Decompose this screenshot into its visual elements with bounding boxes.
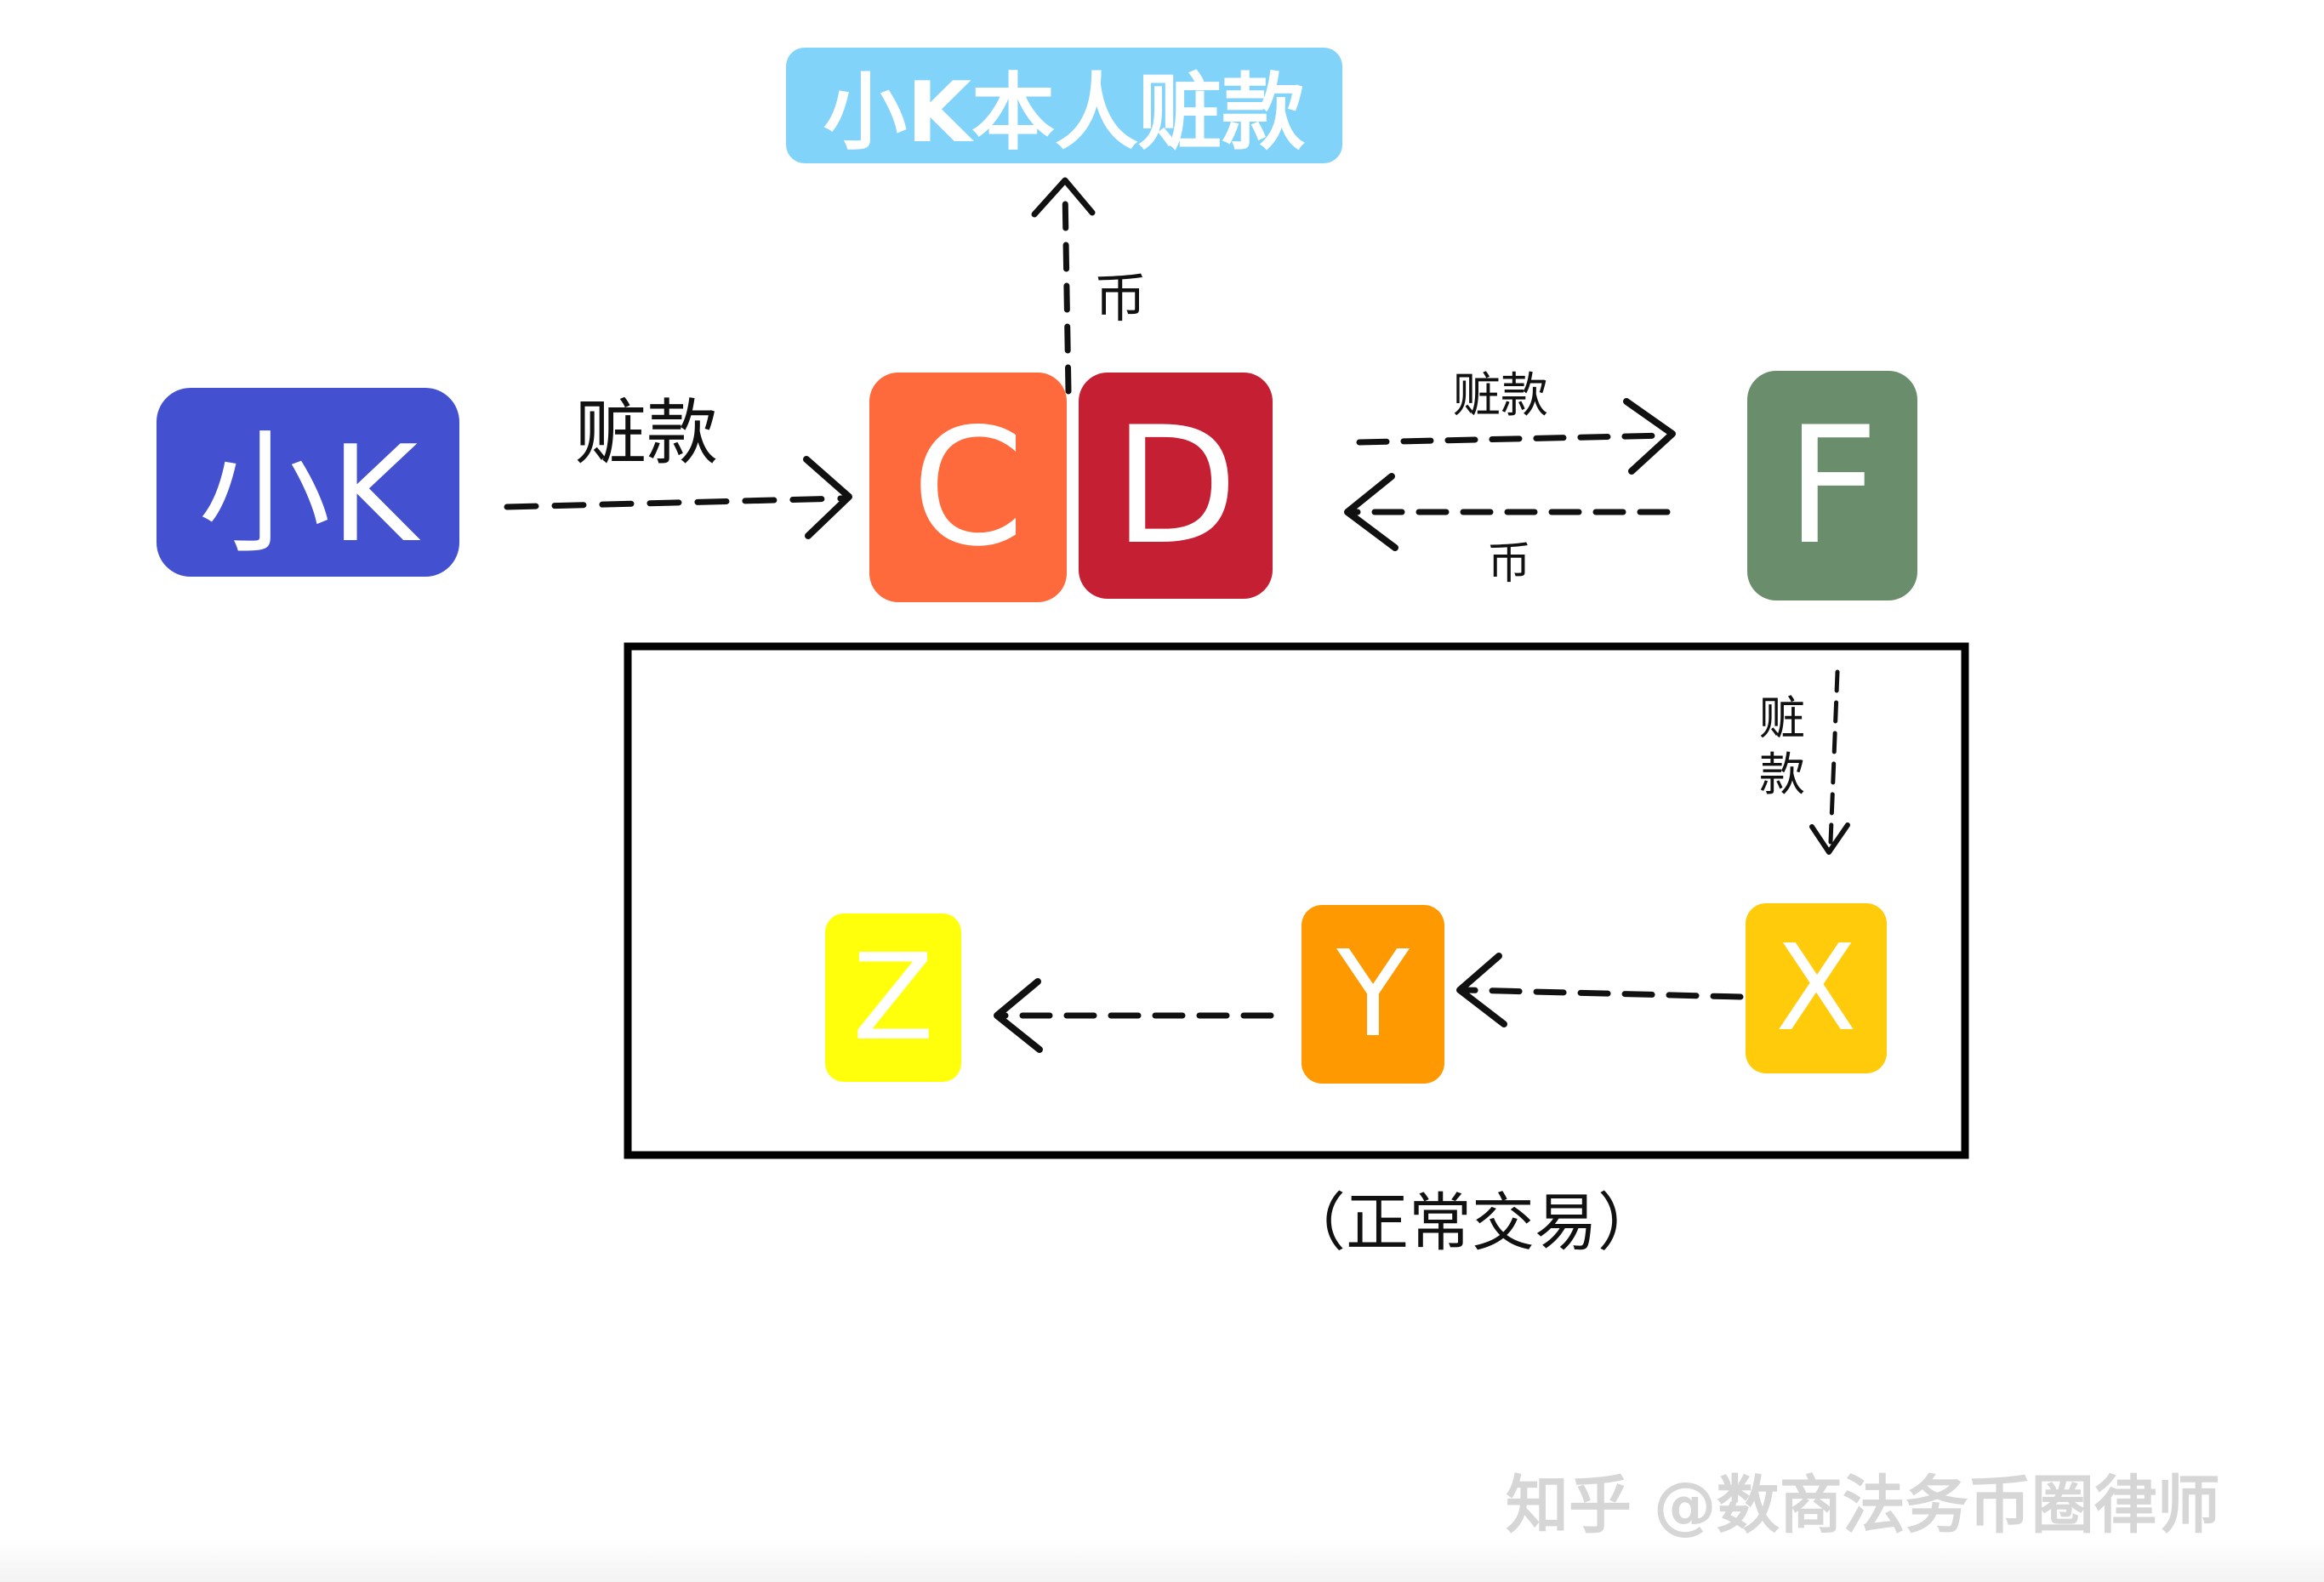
edge-label-f-to-x-line1: 赃 [1759, 691, 1805, 745]
node-x-label: X [1775, 919, 1857, 1058]
node-d: D [1079, 373, 1273, 599]
arrow-d-to-destination-line [1062, 187, 1072, 395]
node-xiaok: 小K [157, 388, 459, 577]
node-c-label: C [911, 393, 1025, 582]
node-y-label: Y [1336, 925, 1410, 1064]
arrow-x-to-y-line [1461, 987, 1744, 1000]
bottom-fade [0, 1539, 2324, 1582]
node-x: X [1746, 903, 1887, 1073]
node-d-label: D [1113, 391, 1239, 580]
node-z-label: Z [852, 928, 934, 1067]
node-destination-label: 小K本人赃款 [823, 65, 1305, 162]
arrow-d-to-f-line [1356, 432, 1669, 446]
watermark: 知乎 @数商法务币圈律师 [1506, 1469, 2220, 1542]
arrow-xiaok-to-cd-line [504, 495, 846, 510]
node-f: F [1747, 371, 1917, 600]
box-caption: （正常交易） [1283, 1186, 1660, 1260]
node-xiaok-label: 小K [197, 417, 419, 572]
arrow-d-to-destination-head [1031, 177, 1096, 218]
node-z: Z [825, 913, 961, 1082]
arrow-d-to-f-head [1623, 398, 1676, 475]
edge-label-d-to-f: 赃款 [1453, 368, 1548, 424]
edge-label-d-to-destination: 币 [1094, 267, 1148, 329]
arrow-f-to-x-line [1828, 669, 1840, 845]
arrow-y-to-z-head [994, 978, 1043, 1053]
arrow-f-to-x-head [1809, 822, 1850, 855]
node-destination: 小K本人赃款 [786, 48, 1342, 163]
arrow-f-to-d-head [1344, 473, 1398, 551]
edge-label-f-to-x-line2: 款 [1759, 748, 1805, 801]
arrow-xiaok-to-cd-head [803, 456, 852, 539]
edge-label-f-to-d: 币 [1487, 538, 1532, 589]
node-y: Y [1302, 905, 1444, 1084]
edge-label-xiaok-to-cd: 赃款 [575, 391, 719, 475]
arrow-x-to-y-head [1456, 953, 1507, 1027]
normal-transaction-box [624, 642, 1969, 1159]
node-c: C [869, 373, 1067, 602]
node-f-label: F [1786, 391, 1879, 580]
